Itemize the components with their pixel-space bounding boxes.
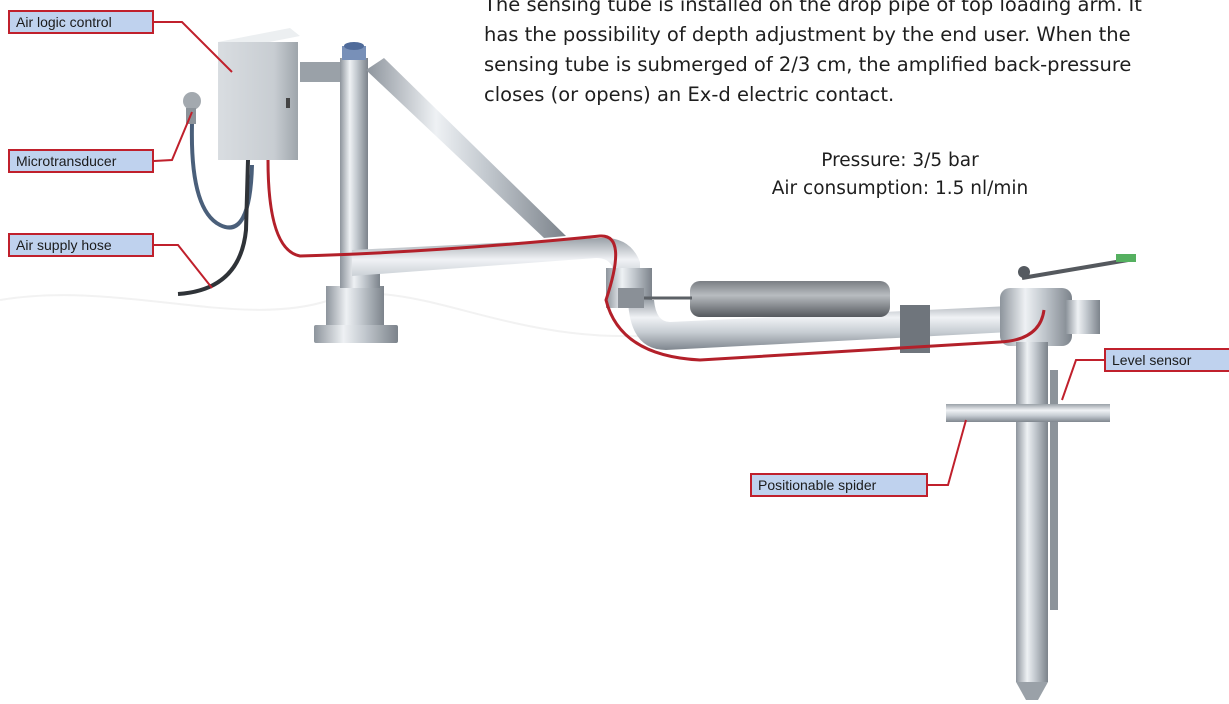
callout-air-logic-control: Air logic control xyxy=(8,10,154,34)
callout-positionable-spider: Positionable spider xyxy=(750,473,928,497)
description-line: sensing tube is submerged of 2/3 cm, the… xyxy=(484,53,1132,76)
air-supply-hose xyxy=(177,159,250,296)
description-line: The sensing tube is installed on the dro… xyxy=(484,0,1142,16)
riser-column xyxy=(300,42,398,343)
leader-air-logic xyxy=(154,21,233,73)
spec-pressure: Pressure: 3/5 bar xyxy=(821,150,979,171)
callout-level-sensor: Level sensor xyxy=(1104,348,1229,372)
valve-head xyxy=(1000,254,1136,346)
callout-microtransducer: Microtransducer xyxy=(8,149,154,173)
drop-pipe xyxy=(1016,342,1058,700)
description-paragraph: The sensing tube is installed on the dro… xyxy=(484,0,1229,110)
spec-air-consumption: Air consumption: 1.5 nl/min xyxy=(771,178,1029,199)
leader-air-supply-hose xyxy=(154,244,213,289)
air-logic-box xyxy=(218,28,300,160)
spider-bar xyxy=(946,404,1110,422)
leader-level-sensor xyxy=(1061,359,1104,401)
leader-spider xyxy=(928,419,967,486)
description-line: has the possibility of depth adjustment … xyxy=(484,23,1131,46)
callout-air-supply-hose: Air supply hose xyxy=(8,233,154,257)
leader-lines xyxy=(153,21,1104,486)
red-tubing xyxy=(266,159,1046,362)
diagonal-brace xyxy=(366,58,566,238)
microtransducer-device xyxy=(183,92,201,124)
pneumatic-cylinder xyxy=(618,281,890,317)
specs-block: Pressure: 3/5 bar Air consumption: 1.5 n… xyxy=(720,147,1080,203)
leader-microtransducer xyxy=(153,111,193,162)
description-line: closes (or opens) an Ex-d electric conta… xyxy=(484,83,895,106)
